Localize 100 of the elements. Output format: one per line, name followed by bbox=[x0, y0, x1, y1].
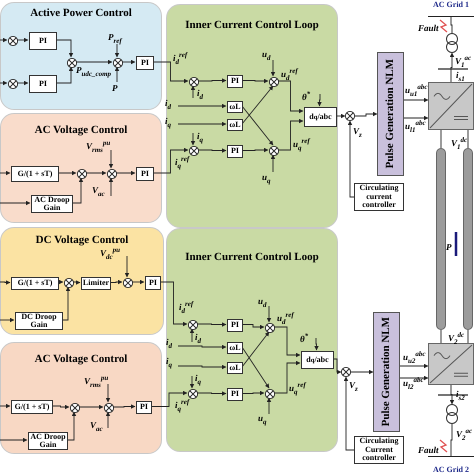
arrow bbox=[198, 78, 226, 83]
arrow bbox=[278, 80, 304, 114]
arrow bbox=[58, 170, 76, 176]
signal-label: u$_{d}$ bbox=[262, 50, 271, 62]
panel-title: Active Power Control bbox=[29, 7, 133, 19]
arrow bbox=[124, 256, 130, 278]
control-block: PI bbox=[29, 32, 57, 50]
signal-label: V$_{ac}$ bbox=[92, 186, 105, 198]
arrow bbox=[242, 78, 268, 84]
control-block: G/(1 + sT) bbox=[11, 277, 59, 290]
transformer-symbol bbox=[445, 404, 459, 424]
arrow bbox=[76, 60, 112, 64]
signal-label: u$_{q}$ bbox=[262, 173, 271, 185]
signal-label: Fault bbox=[418, 446, 439, 455]
arrow bbox=[152, 62, 188, 84]
arrow bbox=[242, 148, 268, 152]
arrow bbox=[344, 376, 354, 450]
summing-junction bbox=[67, 58, 77, 68]
arrow bbox=[52, 404, 70, 410]
summing-junction bbox=[341, 367, 351, 377]
control-block: AC Droop Gain bbox=[28, 432, 68, 450]
control-block: Limiter bbox=[81, 277, 111, 290]
arrow bbox=[0, 200, 30, 206]
control-panel bbox=[0, 342, 162, 454]
summing-junction bbox=[189, 146, 199, 156]
arrow bbox=[242, 106, 274, 146]
control-block: PI bbox=[227, 388, 243, 401]
control-block: PI bbox=[145, 276, 161, 290]
signal-label: P$_{ref}$ bbox=[108, 33, 122, 45]
arrow bbox=[0, 280, 10, 285]
cable bbox=[436, 148, 446, 330]
summing-junction bbox=[188, 320, 198, 330]
arrow bbox=[450, 52, 454, 82]
arrow bbox=[150, 390, 188, 407]
control-block: PI bbox=[227, 145, 243, 158]
panel-title: Inner Current Control Loop bbox=[184, 251, 320, 263]
control-block: PI bbox=[29, 75, 57, 93]
signal-label: u$_{q}$ bbox=[258, 414, 267, 426]
arrow bbox=[78, 404, 104, 410]
control-block: PI bbox=[227, 75, 243, 88]
signal-label: θ$^{*}$ bbox=[302, 91, 310, 102]
signal-label: Fault bbox=[418, 24, 439, 33]
arrow bbox=[350, 370, 374, 374]
arrow bbox=[336, 114, 346, 118]
arrow bbox=[0, 438, 28, 442]
arrow bbox=[160, 282, 188, 326]
grid-label: AC Grid 1 bbox=[428, 1, 474, 17]
arrow bbox=[400, 376, 428, 380]
control-block: ωL bbox=[227, 119, 243, 131]
converter-block bbox=[428, 343, 474, 385]
signal-label: i$_{q}$ bbox=[166, 357, 172, 369]
connector-line bbox=[450, 424, 452, 456]
control-panel bbox=[0, 2, 162, 110]
arrow bbox=[72, 178, 84, 204]
signal-label: i$_{q}$ bbox=[195, 374, 202, 386]
control-block: G/(1 + sT) bbox=[11, 166, 59, 182]
control-block: PI bbox=[136, 167, 154, 181]
summing-junction bbox=[188, 389, 198, 399]
arrow bbox=[190, 86, 196, 98]
signal-label: i$_{d}$ bbox=[197, 89, 204, 101]
arrow bbox=[66, 412, 76, 440]
arrow bbox=[58, 280, 64, 284]
summing-junction bbox=[113, 58, 123, 68]
signal-label: i$_{d}$ bbox=[195, 333, 202, 345]
arrow bbox=[274, 326, 300, 358]
control-block: PI bbox=[136, 56, 154, 70]
summing-junction bbox=[64, 278, 74, 288]
signal-label: u$_{d}$ bbox=[258, 297, 267, 309]
control-block: ωL bbox=[227, 362, 243, 374]
arrow bbox=[56, 40, 74, 58]
cable bbox=[463, 148, 473, 330]
panel-title: DC Voltage Control bbox=[34, 234, 130, 246]
controller-block: Circulating current controller bbox=[354, 183, 404, 211]
panel-title: Inner Current Control Loop bbox=[184, 19, 320, 31]
control-block: DC Droop Gain bbox=[15, 312, 63, 330]
arrow bbox=[178, 364, 226, 370]
summing-junction bbox=[8, 79, 18, 89]
summing-junction bbox=[104, 403, 114, 413]
signal-label: θ$^{*}$ bbox=[300, 333, 308, 344]
arrow bbox=[108, 178, 114, 196]
connector-line bbox=[440, 330, 442, 344]
arrow bbox=[450, 384, 454, 404]
arrow bbox=[0, 80, 8, 86]
panel-title: AC Voltage Control bbox=[34, 124, 128, 136]
arrow bbox=[242, 332, 270, 368]
control-panel bbox=[0, 113, 162, 223]
control-block: PI bbox=[227, 319, 243, 332]
summing-junction bbox=[70, 403, 80, 413]
arrow bbox=[0, 318, 14, 322]
summing-junction bbox=[345, 111, 355, 121]
arrow bbox=[400, 364, 428, 368]
connector-line bbox=[450, 16, 452, 34]
signal-label: i$_{d}$ bbox=[166, 338, 172, 350]
pulse-generator-block: Pulse Generation NLM bbox=[373, 312, 400, 432]
signal-label: P bbox=[446, 243, 452, 252]
arrow bbox=[178, 122, 226, 126]
control-block: ωL bbox=[227, 342, 243, 354]
signal-label: i$_{q}$ bbox=[165, 117, 172, 129]
arrow bbox=[108, 150, 114, 168]
arrow bbox=[354, 112, 378, 116]
